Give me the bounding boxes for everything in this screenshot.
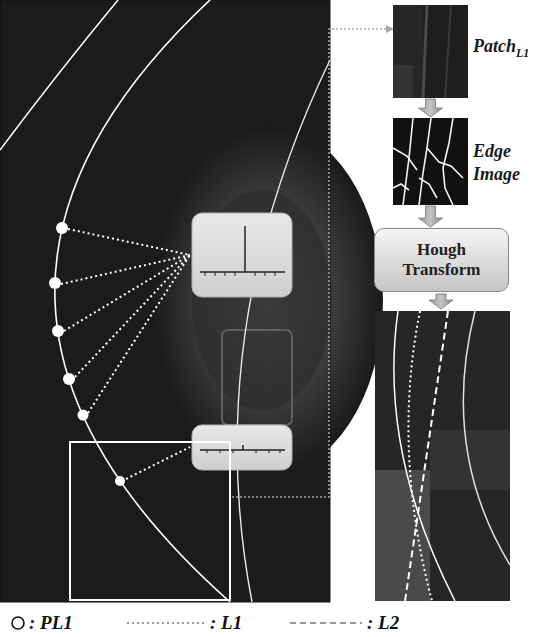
legend-sample	[125, 611, 207, 635]
flow-arrow	[419, 99, 443, 117]
legend-sample	[288, 611, 364, 635]
image-label: Edge Image	[473, 141, 520, 184]
patch-window	[70, 442, 230, 600]
profile-plot	[192, 425, 292, 470]
result-image	[375, 311, 510, 601]
process-label: Hough Transform	[381, 240, 502, 281]
edge-picture	[393, 5, 468, 98]
process-box: Hough Transform	[374, 228, 509, 292]
image-label: Patch	[473, 36, 516, 56]
flow-arrow	[429, 294, 453, 309]
legend-sample	[10, 611, 26, 635]
road-photo	[0, 0, 383, 602]
lane-points	[49, 222, 125, 486]
edge-picture	[393, 118, 468, 205]
legend-label: : PL1	[29, 612, 73, 634]
label-subscript: L1	[516, 46, 529, 60]
image-label: PatchL1	[473, 35, 537, 58]
flow-arrow	[419, 206, 443, 227]
legend-item: : L2	[288, 611, 399, 635]
image-patch: PatchL1	[393, 5, 468, 98]
extract-arrow	[232, 25, 394, 497]
profile-plot	[192, 213, 292, 297]
image-label: Edge Image	[473, 140, 537, 185]
legend-item: : L1	[125, 611, 242, 635]
image-panel: Edge Image	[393, 118, 468, 205]
legend-item: : PL1	[10, 611, 73, 635]
legend-label: : L1	[210, 612, 242, 634]
legend-label: : L2	[367, 612, 399, 634]
